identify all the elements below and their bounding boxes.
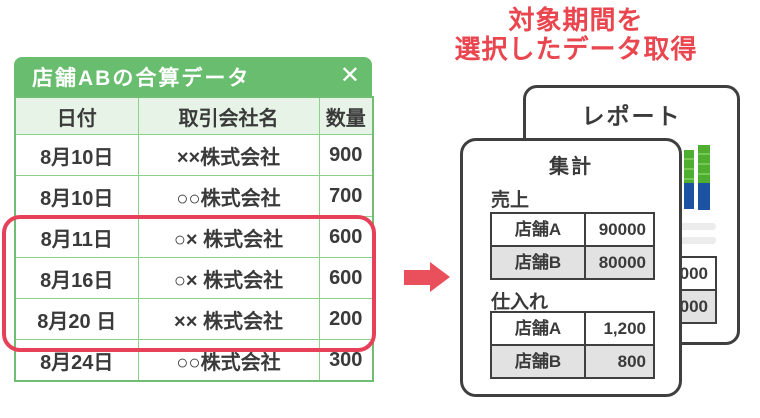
window-titlebar: 店舗ABの合算データ ✕ (14, 57, 372, 96)
table-row: 店舗B 80000 (492, 245, 653, 278)
purchase-table: 店舗A 1,200 店舗B 800 (490, 311, 655, 379)
table-row: 8月11日 ○× 株式会社 600 (14, 216, 374, 258)
table-row: 店舗B 800 (492, 344, 653, 377)
bar-green-segment (698, 145, 710, 183)
date-column-header: 日付 (14, 96, 139, 135)
date-cell: 8月20 日 (14, 298, 139, 340)
stacked-bar-1 (684, 150, 694, 209)
text-placeholder-line (675, 223, 716, 230)
company-cell: ××株式会社 (137, 134, 320, 176)
company-cell: ○× 株式会社 (137, 257, 320, 299)
caption: 対象期間を 選択したデータ取得 (416, 6, 736, 64)
summary-card: 集計 売上 店舗A 90000 店舗B 80000 仕入れ 店舗A 1,200 … (460, 138, 682, 397)
date-cell: 8月11日 (14, 216, 139, 258)
company-cell: ○○株式会社 (137, 339, 320, 382)
date-cell: 8月16日 (14, 257, 139, 299)
date-cell: 8月10日 (14, 175, 139, 217)
qty-cell: 300 (318, 339, 374, 382)
qty-cell: 600 (318, 257, 374, 299)
table-row: 8月16日 ○× 株式会社 600 (14, 257, 374, 299)
arrow-shaft (404, 270, 430, 285)
arrow-right-icon (404, 262, 450, 292)
qty-cell: 900 (318, 134, 374, 176)
store-cell: 店舗B (492, 247, 586, 278)
company-cell: ×× 株式会社 (137, 298, 320, 340)
purchase-section-label: 仕入れ (491, 292, 549, 313)
partial-value-cell: 000 (679, 264, 708, 283)
report-card-title: レポート (581, 103, 682, 129)
window-title: 店舗ABの合算データ (32, 66, 251, 90)
table-row: 8月10日 ○○株式会社 700 (14, 175, 374, 217)
qty-cell: 200 (318, 298, 374, 340)
value-cell: 800 (617, 352, 646, 371)
text-placeholder-line (675, 237, 716, 244)
company-column-header: 取引会社名 (137, 96, 320, 135)
date-cell: 8月10日 (14, 134, 139, 176)
caption-line-2: 選択したデータ取得 (454, 34, 698, 64)
qty-cell: 700 (318, 175, 374, 217)
summary-card-title: 集計 (549, 156, 593, 178)
qty-column-header: 数量 (318, 96, 374, 135)
data-table: 日付 取引会社名 数量 8月10日 ××株式会社 900 8月10日 ○○株式会… (14, 96, 374, 382)
qty-cell: 600 (318, 216, 374, 258)
company-cell: ○○株式会社 (137, 175, 320, 217)
sales-table: 店舗A 90000 店舗B 80000 (490, 212, 655, 280)
table-row: 8月20 日 ×× 株式会社 200 (14, 298, 374, 340)
table-header-row: 日付 取引会社名 数量 (14, 96, 374, 135)
table-row: 8月10日 ××株式会社 900 (14, 134, 374, 176)
store-cell: 店舗A (492, 214, 586, 245)
table-row: 8月24日 ○○株式会社 300 (14, 339, 374, 382)
value-cell: 80000 (598, 253, 646, 272)
bar-blue-segment (684, 183, 694, 209)
sales-section-label: 売上 (491, 190, 530, 211)
value-cell: 90000 (598, 220, 646, 239)
arrow-head (430, 262, 450, 292)
value-cell: 1,200 (603, 319, 646, 338)
store-cell: 店舗A (492, 313, 586, 344)
combined-data-window: 店舗ABの合算データ ✕ 日付 取引会社名 数量 8月10日 ××株式会社 90… (14, 57, 374, 382)
stacked-bar-2 (698, 145, 710, 210)
date-cell: 8月24日 (14, 339, 139, 382)
table-row: 店舗A 90000 (492, 214, 653, 245)
bar-green-segment (684, 150, 694, 183)
bar-blue-segment (698, 183, 710, 210)
caption-line-1: 対象期間を (508, 5, 644, 35)
company-cell: ○× 株式会社 (137, 216, 320, 258)
table-row: 店舗A 1,200 (492, 313, 653, 344)
close-icon[interactable]: ✕ (339, 62, 360, 89)
store-cell: 店舗B (492, 346, 586, 377)
